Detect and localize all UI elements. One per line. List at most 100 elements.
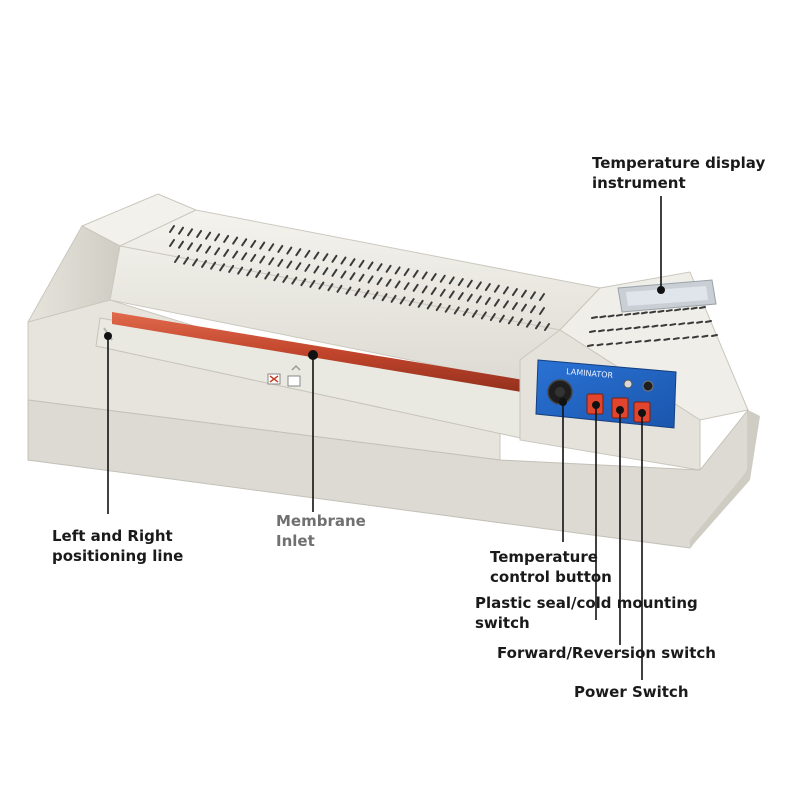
vent-slot [322, 267, 329, 276]
vent-slot [534, 321, 541, 330]
vent-slot [349, 258, 356, 267]
vent-slot [219, 263, 226, 272]
vent-slot [385, 278, 392, 287]
vent-slot [529, 305, 536, 314]
vent-slot [493, 298, 500, 307]
vent-slot [644, 339, 652, 343]
vent-slot [690, 306, 698, 310]
vent-slot [250, 253, 257, 262]
vent-slot [682, 307, 690, 311]
vent-slot [367, 261, 374, 270]
callout-lines [107, 196, 662, 680]
callout-dot-temperature-control [559, 398, 567, 406]
vent-slot [282, 274, 289, 283]
vent-slot [480, 311, 487, 320]
vent-slot [435, 303, 442, 312]
vent-slot [300, 278, 307, 287]
panel-brand-text: LAMINATOR [566, 367, 614, 380]
vent-slot [403, 268, 410, 277]
vent-slot [340, 270, 347, 279]
callout-forward-reversion: Forward/Reversion switch [497, 643, 716, 663]
vent-slot [318, 281, 325, 290]
vent-slot [223, 234, 230, 243]
callout-plastic-seal: Plastic seal/cold mounting switch [475, 593, 698, 633]
vent-slot [417, 299, 424, 308]
callout-positioning-line: Left and Right positioning line [52, 526, 183, 566]
vent-slot [354, 288, 361, 297]
vent-slot [525, 319, 532, 328]
right-vents [587, 306, 718, 347]
vent-slot [502, 286, 509, 295]
vent-slot [291, 276, 298, 285]
vent-slot [286, 260, 293, 269]
base-right-side [690, 410, 760, 548]
vent-slot [633, 326, 641, 330]
vent-slot [412, 283, 419, 292]
vent-slot [390, 294, 397, 303]
vent-slot [475, 281, 482, 290]
vent-slot [539, 307, 545, 315]
vent-slot [268, 243, 275, 252]
vent-slot [457, 278, 464, 287]
indicator-lamp-1 [623, 379, 633, 389]
callout-temperature-display-line2: instrument [592, 174, 686, 192]
vent-slot [363, 289, 370, 298]
vent-slot [259, 255, 266, 264]
vent-slot [489, 313, 496, 322]
vent-slot [313, 265, 320, 274]
vent-slot [696, 320, 704, 324]
vent-slot [653, 338, 661, 342]
vent-slot [529, 291, 536, 300]
vent-slot [187, 242, 194, 251]
vent-slot [632, 312, 640, 316]
vent-slot [520, 303, 527, 312]
top-vents [169, 225, 550, 331]
vent-slot [466, 293, 473, 302]
callout-dot-membrane [308, 350, 318, 360]
vent-slot [295, 248, 302, 257]
vent-slot [657, 309, 665, 313]
callout-plastic-seal-line2: switch [475, 614, 530, 632]
vent-slot [295, 262, 302, 271]
vent-slot [192, 258, 199, 267]
vent-slot [625, 340, 633, 344]
vent-slot [268, 257, 275, 266]
vent-slot [660, 323, 668, 327]
vent-slot [663, 337, 671, 341]
vent-slot [399, 296, 406, 305]
vent-slot [376, 277, 383, 286]
vent-slot [336, 284, 343, 293]
vent-slot [237, 266, 244, 275]
vent-slot [691, 335, 699, 339]
vent-slot [367, 275, 374, 284]
vent-slot [250, 239, 257, 248]
vent-slot [606, 328, 614, 332]
vent-slot [421, 271, 428, 280]
vent-slot [669, 323, 677, 327]
vent-slot [711, 334, 718, 337]
vent-slot [259, 241, 266, 250]
callout-dot-temperature-display [657, 286, 665, 294]
vent-slot [624, 312, 632, 316]
vent-slot [674, 308, 682, 312]
callout-power-switch-line1: Power Switch [574, 683, 689, 701]
vent-slot [223, 248, 230, 257]
vent-slot [255, 269, 262, 278]
vent-slot [246, 268, 253, 277]
vent-slot [430, 273, 437, 282]
vent-slot [539, 293, 545, 301]
vent-slot [596, 343, 604, 347]
vent-slot [412, 269, 419, 278]
vent-slot [651, 324, 659, 328]
vent-slot [228, 264, 235, 273]
vent-slot [331, 254, 338, 263]
vent-slot [196, 229, 203, 238]
callout-temperature-control-line2: control button [490, 568, 612, 586]
vent-slot [615, 313, 623, 317]
vent-slot [205, 245, 212, 254]
vent-slot [682, 336, 690, 340]
vent-slot [286, 246, 293, 255]
callout-dot-forward-reversion [616, 406, 624, 414]
vent-slot [624, 326, 632, 330]
vent-slot [444, 304, 451, 313]
